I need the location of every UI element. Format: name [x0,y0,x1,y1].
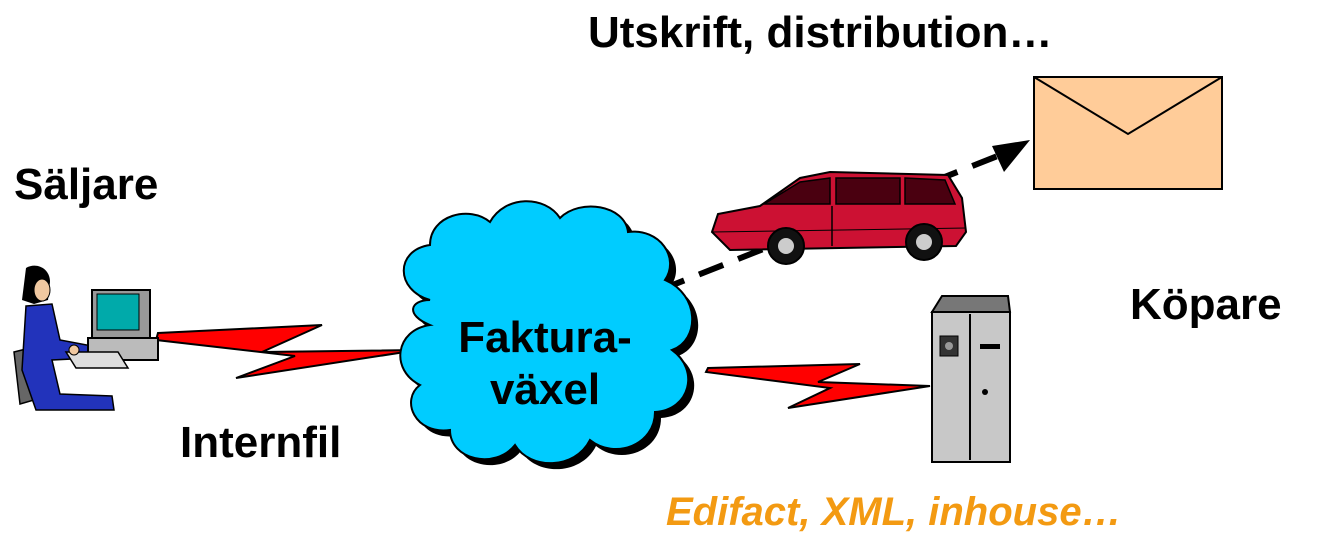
lightning-icon-seller-link [154,324,419,379]
lightning-icon-buyer-link [704,363,931,409]
seller-label: Säljare [14,160,159,209]
cloud-icon [399,200,699,470]
van-icon [710,170,968,265]
formats-label: Edifact, XML, inhouse… [666,490,1122,534]
buyer-label: Köpare [1130,280,1282,329]
internal-file-label: Internfil [180,418,342,467]
print-distribution-label: Utskrift, distribution… [588,8,1053,57]
invoice-hub-label-line1: Faktura- [458,313,632,362]
invoice-hub-label: Faktura- växel [430,312,660,416]
server-icon [930,295,1012,463]
person-computer-icon [13,265,159,411]
invoice-hub-label-line2: växel [489,365,601,414]
envelope-icon [1033,76,1223,190]
